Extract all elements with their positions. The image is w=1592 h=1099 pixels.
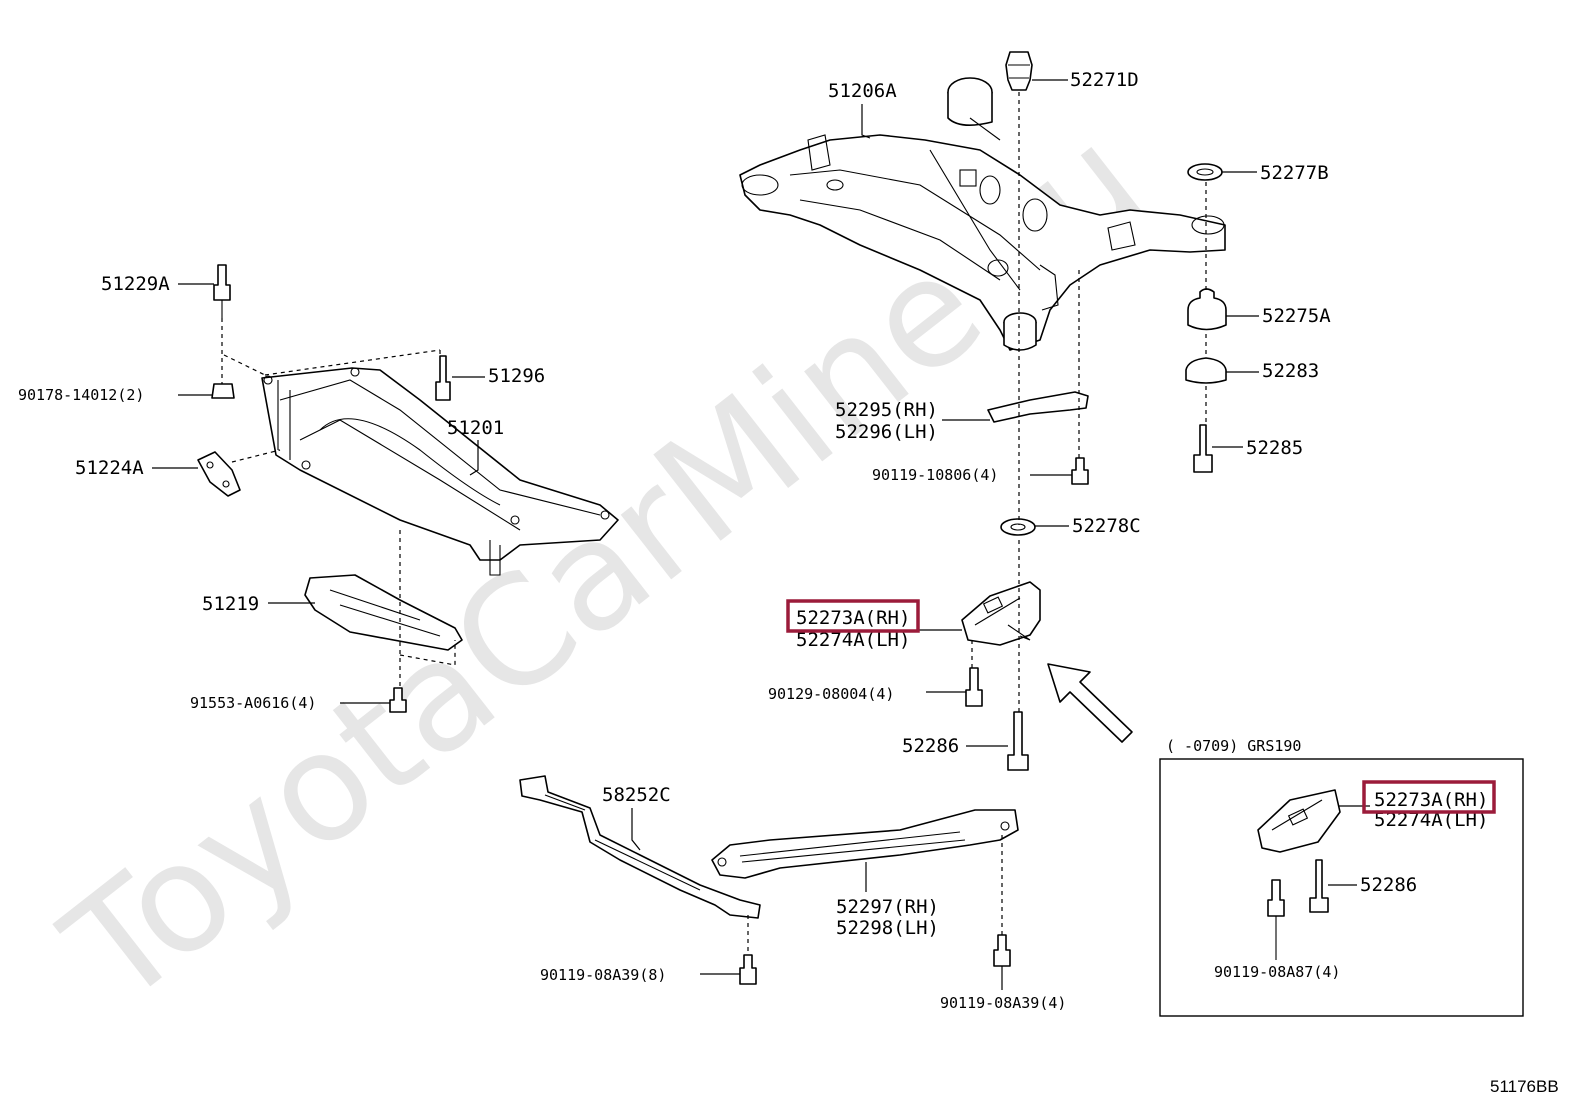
bolt-90119-10806 (1071, 457, 1089, 485)
crossmember-52297-52298 (711, 809, 1019, 879)
bracket-51224A (197, 451, 241, 497)
label-51206A: 51206A (828, 80, 897, 102)
label-52296: 52296(LH) (835, 421, 938, 443)
inset-highlight-52273A (1362, 780, 1496, 814)
label-51296: 51296 (488, 365, 545, 387)
washer-52278C (1000, 518, 1036, 536)
label-52278C: 52278C (1072, 515, 1141, 537)
label-90119-10806: 90119-10806(4) (872, 466, 998, 484)
label-51224A: 51224A (75, 457, 144, 479)
cushion-52275A (1187, 288, 1227, 331)
inset-label-90119-08A87: 90119-08A87(4) (1214, 963, 1340, 981)
bolt-90129-08004 (965, 667, 983, 707)
bolt-91553-A0616 (389, 687, 407, 713)
label-52298: 52298(LH) (836, 917, 939, 939)
bolt-52285 (1193, 424, 1213, 473)
label-90119-08A39-8: 90119-08A39(8) (540, 966, 666, 984)
diagram-code: 51176BB (1490, 1077, 1559, 1096)
label-52274A: 52274A(LH) (796, 629, 910, 651)
brace-52295-52296 (987, 391, 1089, 423)
label-52271D: 52271D (1070, 69, 1139, 91)
label-52286: 52286 (902, 735, 959, 757)
brace-58252C (519, 775, 761, 919)
bolt-51229A (213, 264, 231, 318)
label-51229A: 51229A (101, 273, 170, 295)
right-guide-lines (971, 92, 1207, 712)
inset-panel: ( -0709) GRS190 52273A(RH) 52274A(LH) 52… (1159, 737, 1524, 1017)
bolt-90119-08A39-8 (739, 954, 757, 985)
inset-caption: ( -0709) GRS190 (1166, 737, 1301, 755)
bottom-labels: 58252C 52297(RH) 52298(LH) 90119-08A39(8… (540, 784, 1066, 1012)
view-direction-arrow (1047, 663, 1133, 743)
bolt-90119-08A39-4 (993, 934, 1011, 967)
inset-bolt-90119-08A87 (1267, 879, 1285, 960)
right-labels: 51206A 52271D 52277B 52275A 52283 52285 … (768, 69, 1331, 757)
inset-label-52286: 52286 (1360, 874, 1417, 896)
bolt-52286 (1007, 711, 1029, 771)
inset-label-52274A: 52274A(LH) (1374, 809, 1488, 831)
inset-stopper (1257, 789, 1341, 853)
label-52273A: 52273A(RH) (796, 607, 910, 629)
label-52283: 52283 (1262, 360, 1319, 382)
label-52277B: 52277B (1260, 162, 1329, 184)
inset-frame (1159, 758, 1524, 1017)
bolt-51296 (435, 355, 451, 401)
stopper-52273A-52274A (961, 581, 1041, 646)
nut-90178-14012 (211, 383, 235, 399)
label-91553-A0616: 91553-A0616(4) (190, 694, 316, 712)
label-90119-08A39-4: 90119-08A39(4) (940, 994, 1066, 1012)
label-58252C: 58252C (602, 784, 671, 806)
label-51201: 51201 (447, 417, 504, 439)
label-52275A: 52275A (1262, 305, 1331, 327)
highlight-52273A (786, 599, 920, 633)
front-crossmember-51201 (261, 367, 619, 576)
label-90129-08004: 90129-08004(4) (768, 685, 894, 703)
retainer-52283 (1185, 357, 1227, 384)
rear-crossmember-51206A (739, 77, 1226, 351)
washer-52277B (1187, 163, 1223, 181)
label-52285: 52285 (1246, 437, 1303, 459)
bottom-guide-lines (747, 835, 1003, 955)
left-guide-lines (221, 318, 456, 690)
inset-label-52273A: 52273A(RH) (1374, 789, 1488, 811)
label-52297: 52297(RH) (836, 896, 939, 918)
left-labels: 51229A 90178-14012(2) 51296 51201 51224A… (18, 273, 545, 712)
label-90178-14012: 90178-14012(2) (18, 386, 144, 404)
label-51219: 51219 (202, 593, 259, 615)
label-52295: 52295(RH) (835, 399, 938, 421)
bump-stop-52271D (1005, 51, 1033, 91)
inset-bolt-52286 (1309, 859, 1329, 913)
